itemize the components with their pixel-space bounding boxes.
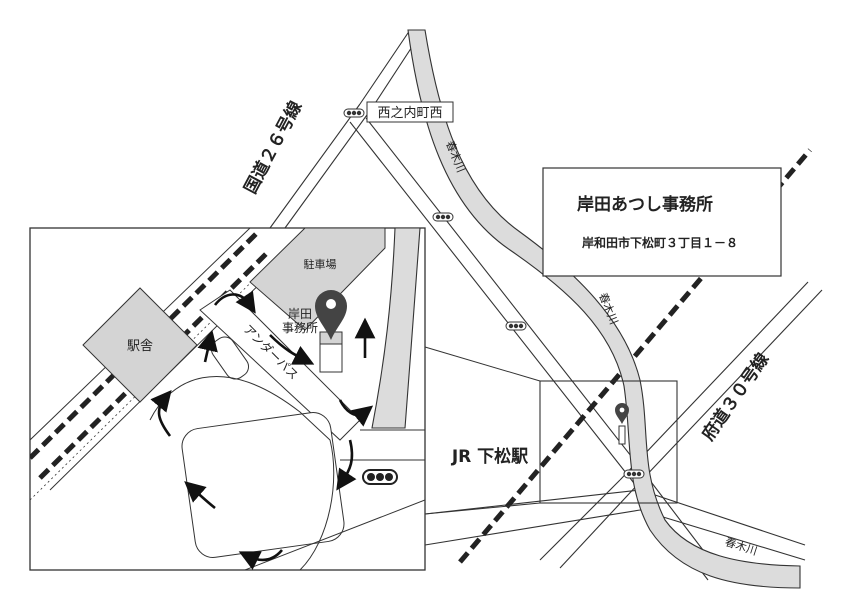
station-road-d [639, 509, 806, 561]
river-inset-char-3: 川 [791, 358, 802, 371]
traffic-signal-icon [432, 212, 454, 222]
route26-road-right [284, 107, 373, 229]
intersection-label-box [366, 101, 454, 123]
direction-arrow-icon [338, 399, 374, 427]
office-address: 岸和田市下松町３丁目１－８ [582, 235, 738, 250]
station-road-a [424, 489, 641, 515]
inset-platform-line [30, 243, 291, 501]
office-name: 岸田あつし事務所 [577, 194, 713, 215]
callout-line-top [424, 346, 541, 382]
inset-map: 駅舎 駐車場 春 木 川 アンダーパス [29, 227, 804, 571]
traffic-signal-icon [362, 469, 398, 485]
diagonal-road-b [365, 117, 643, 471]
map-pin-icon [615, 403, 629, 445]
map-pin-icon [315, 290, 347, 340]
route26-road-left-upper [359, 29, 411, 105]
rotary-outer-road [149, 376, 335, 570]
route30-road-d [559, 481, 641, 569]
direction-arrow-icon [269, 334, 315, 365]
office-label-line2: 事務所 [282, 321, 318, 335]
inset-road-south [244, 499, 425, 570]
route26-label: 国道２６号線 [240, 97, 306, 197]
direction-arrow-icon [184, 481, 216, 510]
traffic-signal-icon [343, 108, 365, 118]
parking-label: 駐車場 [304, 257, 337, 271]
office-info-box [542, 167, 782, 277]
route30-road-b [639, 289, 823, 483]
route30-label: 府道３０号線 [698, 349, 774, 445]
station-road-b [424, 509, 641, 546]
direction-arrow-icon [238, 549, 283, 570]
route30-road-a [619, 281, 809, 481]
intersection-label: 西之内町西 [377, 105, 442, 121]
route26-road-left [269, 103, 361, 229]
station-building [82, 287, 198, 403]
parking-building [249, 228, 386, 331]
river-inset-char-2: 木 [789, 344, 800, 357]
office-label-line1: 岸田 [288, 307, 312, 321]
harugi-river-inset [371, 228, 421, 429]
river-inset-char-1: 春 [789, 330, 800, 343]
direction-arrow-icon [150, 390, 172, 437]
direction-arrow-icon [197, 329, 218, 363]
station-road-c [639, 489, 806, 546]
callout-line-bottom [424, 502, 541, 515]
river-label-bottom: 春木川 [723, 535, 758, 558]
station-label: JR 下松駅 [451, 446, 529, 467]
station-area-frame [539, 380, 678, 504]
direction-arrow-icon [213, 290, 256, 314]
station-building-label: 駅舎 [127, 339, 153, 354]
river-label-inset: 春 木 川 [789, 330, 804, 371]
traffic-signal-icon [623, 469, 645, 479]
direction-arrow-icon [336, 439, 357, 491]
traffic-signal-icon [505, 321, 527, 331]
